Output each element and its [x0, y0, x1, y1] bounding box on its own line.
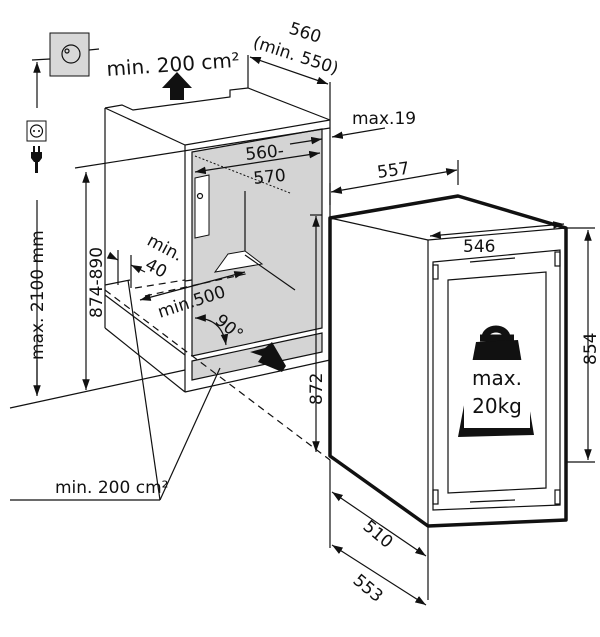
appliance: [328, 194, 568, 528]
niche-width-label-b: 570: [252, 166, 286, 189]
appliance-height-label: 854: [581, 333, 600, 365]
power-socket-icon: [26, 120, 47, 142]
weight-icon: max. 20kg: [458, 325, 534, 437]
vent-top-label: min. 200 cm²: [106, 48, 241, 81]
angle-arc: [194, 314, 229, 346]
niche-height-label: 874-890: [87, 247, 107, 318]
appliance-width-label: 546: [463, 237, 495, 257]
depth-510-label: 510: [359, 517, 397, 553]
depth-top-arrow: [249, 56, 329, 85]
appliance-depth-arrow: [330, 168, 458, 194]
floor-line: [9, 369, 186, 409]
vent-bottom-label: min. 200 cm²: [55, 478, 168, 498]
weight-label-b: 20kg: [472, 394, 522, 418]
appliance-depth-label: 557: [376, 159, 411, 183]
weight-label-a: max.: [472, 366, 522, 390]
gap-max-label: max.19: [352, 109, 416, 129]
door-height-label: 872: [307, 373, 327, 405]
water-connection-icon: [31, 32, 100, 77]
power-plug-icon: [31, 146, 42, 173]
airflow-arrow-icon: [162, 72, 192, 100]
depth-553-arrow: [331, 544, 427, 606]
socket-height-label: max. 2100 mm: [28, 230, 48, 360]
airflow-arrow-icon: [250, 342, 286, 372]
appliance-width-arrow: [429, 221, 565, 239]
niche-width-arrow: [194, 150, 321, 175]
niche-width-label-a: 560-: [244, 141, 284, 165]
plinth-depth-arrow: [139, 271, 246, 301]
